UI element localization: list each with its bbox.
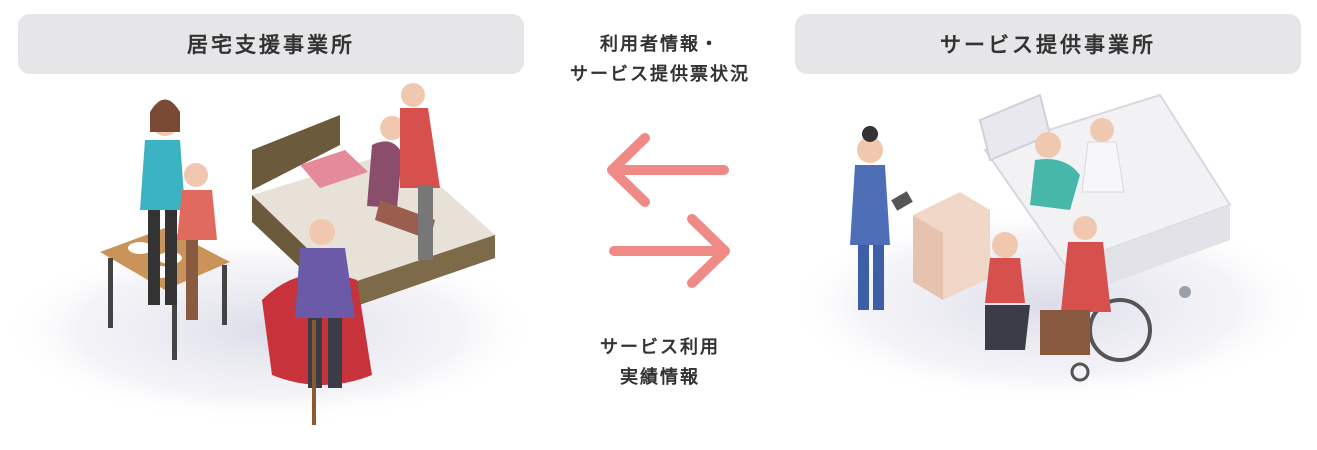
care-facility-illustration bbox=[785, 93, 1315, 405]
arrow-right-icon bbox=[609, 214, 730, 288]
user-info-flow-label: 利用者情報・ サービス提供票状況 bbox=[545, 30, 775, 90]
usage-record-flow-label: サービス利用 実績情報 bbox=[545, 333, 775, 393]
usage-record-flow-line2: 実績情報 bbox=[620, 367, 700, 388]
home-care-office-label: 居宅支援事業所 bbox=[18, 14, 524, 74]
service-provider-label: サービス提供事業所 bbox=[795, 14, 1301, 74]
home-care-illustration bbox=[0, 83, 540, 425]
service-provider-title: サービス提供事業所 bbox=[940, 33, 1156, 57]
user-info-flow-line2: サービス提供票状況 bbox=[570, 64, 750, 85]
home-care-office-title: 居宅支援事業所 bbox=[187, 33, 355, 57]
user-info-flow-line1: 利用者情報・ bbox=[600, 34, 720, 55]
arrow-left-icon bbox=[607, 133, 729, 207]
usage-record-flow-line1: サービス利用 bbox=[600, 337, 720, 358]
